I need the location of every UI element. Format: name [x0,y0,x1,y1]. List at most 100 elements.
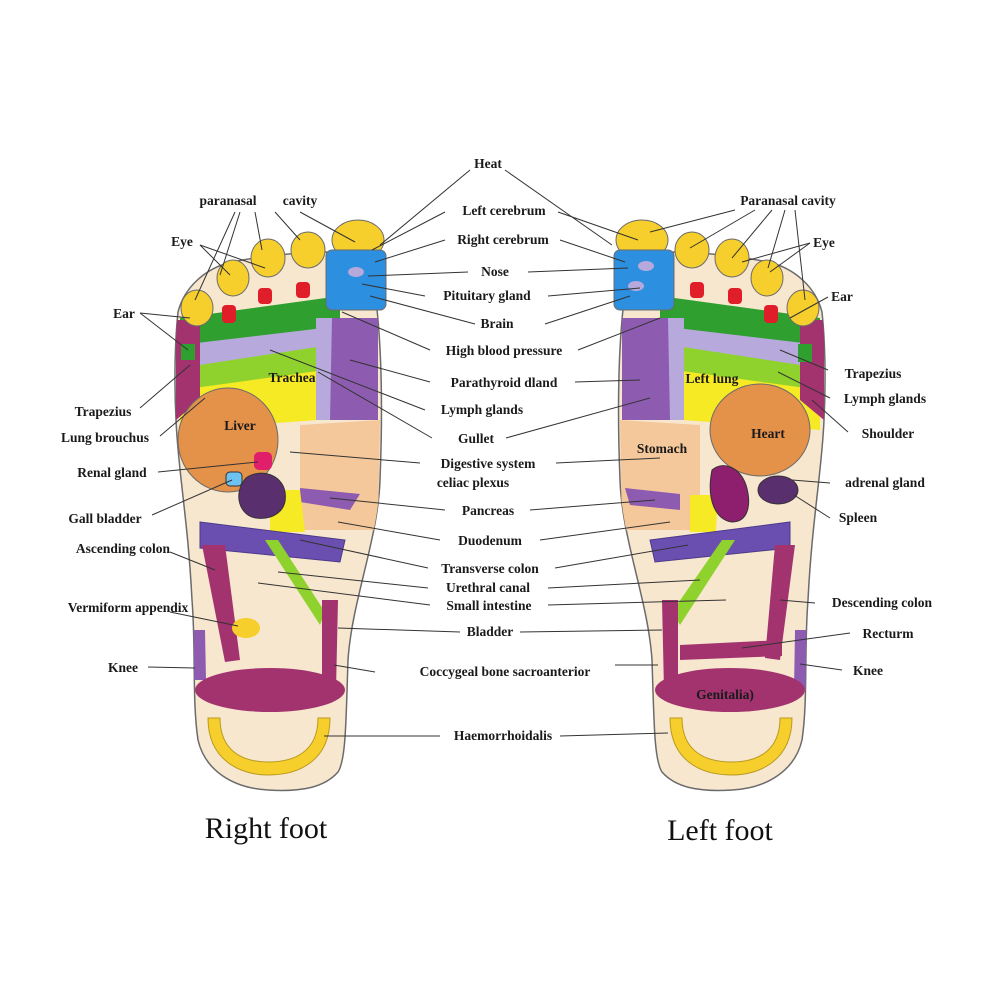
label-knee-right: Knee [108,660,138,675]
right-ascending-colon [202,545,240,662]
label-stomach: Stomach [637,441,688,456]
label-duodenum: Duodenum [458,533,523,548]
left-foot [613,219,826,792]
right-heel-genital [195,668,345,712]
label-small-intestine: Small intestine [446,598,531,613]
left-heel-genital [655,668,805,712]
left-foot-title: Left foot [667,814,773,847]
right-nose-zone [325,249,387,311]
label-knee-left: Knee [853,663,883,678]
left-descending-colon [765,545,795,660]
label-paranasal: paranasal [199,193,256,208]
label-shoulder: Shoulder [862,426,915,441]
label-transverse-colon: Transverse colon [441,561,539,576]
right-peach-area [300,420,380,530]
label-heart: Heart [751,426,785,441]
label-trapezius-left: Trapezius [845,366,902,381]
label-descending-colon: Descending colon [832,595,933,610]
left-bladder-strip [662,600,678,690]
label-right-cerebrum: Right cerebrum [457,232,549,247]
label-paranasal-cavity: Paranasal cavity [740,193,836,208]
right-lime-band [180,345,330,395]
label-eye-left: Eye [813,235,835,250]
label-lung-brouchus: Lung brouchus [61,430,149,445]
left-toe-2 [674,231,710,269]
left-foot-labels: Paranasal cavity Eye Ear Trapezius Lymph… [740,193,932,678]
right-toe-2 [290,231,326,269]
label-eye-right: Eye [171,234,193,249]
right-heel-arc [207,717,331,776]
right-bladder-strip [322,600,338,690]
right-purple-column [330,318,378,420]
right-lavender-band [180,326,340,370]
label-ascending-colon: Ascending colon [76,541,171,556]
left-toe-4 [750,259,784,297]
label-coccygeal-bone: Coccygeal bone sacroanterior [420,664,591,679]
left-toe-red-2 [728,288,742,304]
right-appendix [232,618,260,638]
left-lavender-band [660,326,820,370]
left-heart [709,383,811,477]
label-pituitary-gland: Pituitary gland [443,288,531,303]
right-foot [174,219,387,792]
label-lymph-glands-left: Lymph glands [844,391,926,406]
left-heel-arc [669,717,793,776]
label-ear-right: Ear [113,306,135,321]
label-vermiform-appendix: Vermiform appendix [68,600,189,615]
label-trapezius-right: Trapezius [75,404,132,419]
right-gall-bladder [225,471,243,487]
right-ear-spot [181,344,195,360]
left-toe-5 [786,289,820,327]
label-gullet: Gullet [458,431,495,446]
left-toe-red-1 [764,305,778,323]
right-toe-4 [216,259,250,297]
label-pancreas: Pancreas [462,503,514,518]
leader-lines [139,169,851,737]
label-brain: Brain [480,316,513,331]
left-pituitary-dot-1 [638,261,654,271]
label-ear-left: Ear [831,289,853,304]
right-renal-gland [254,452,272,470]
right-knee-strip [190,630,206,680]
label-cavity: cavity [283,193,318,208]
left-pituitary-dot-2 [628,281,644,291]
center-labels: Heat Left cerebrum Right cerebrum Nose P… [420,156,591,743]
left-peach-area [620,420,700,530]
label-haemorrhoidalis: Haemorrhoidalis [454,728,552,743]
label-gall-bladder: Gall bladder [68,511,141,526]
label-nose: Nose [481,264,509,279]
label-high-blood-pressure: High blood pressure [446,343,563,358]
label-heat: Heat [474,156,502,171]
right-kidney [238,472,286,519]
label-liver: Liver [224,418,256,433]
right-toe-5 [180,289,214,327]
label-celiac-plexus: celiac plexus [437,475,509,490]
label-trachea: Trachea [269,370,316,385]
right-toe-red-1 [222,305,236,323]
right-liver [177,387,279,493]
left-yellow-small [690,495,718,532]
right-lavender-strip [316,318,332,420]
left-spleen [757,475,799,505]
left-nose-zone [613,249,675,311]
left-lavender-strip [668,318,684,420]
label-renal-gland: Renal gland [77,465,147,480]
right-toe-red-2 [258,288,272,304]
left-green-ureter [672,540,735,625]
label-digestive-system: Digestive system [441,456,537,471]
label-parathyroid-dland: Parathyroid dland [451,375,558,390]
left-purple-column [622,318,670,420]
left-toe-red-3 [690,282,704,298]
right-foot-labels: paranasal cavity Eye Ear Trapezius Lung … [61,193,317,675]
right-green-ureter [265,540,325,625]
in-foot-labels: Trachea Liver Left lung Heart Stomach Ge… [224,370,785,702]
label-urethral-canal: Urethral canal [446,580,530,595]
label-recturm: Recturm [863,626,915,641]
right-toe-3 [250,238,286,278]
right-purple-pancreas [300,488,360,510]
label-bladder: Bladder [467,624,514,639]
right-toe-red-3 [296,282,310,298]
label-left-lung: Left lung [686,371,739,386]
label-spleen: Spleen [839,510,878,525]
